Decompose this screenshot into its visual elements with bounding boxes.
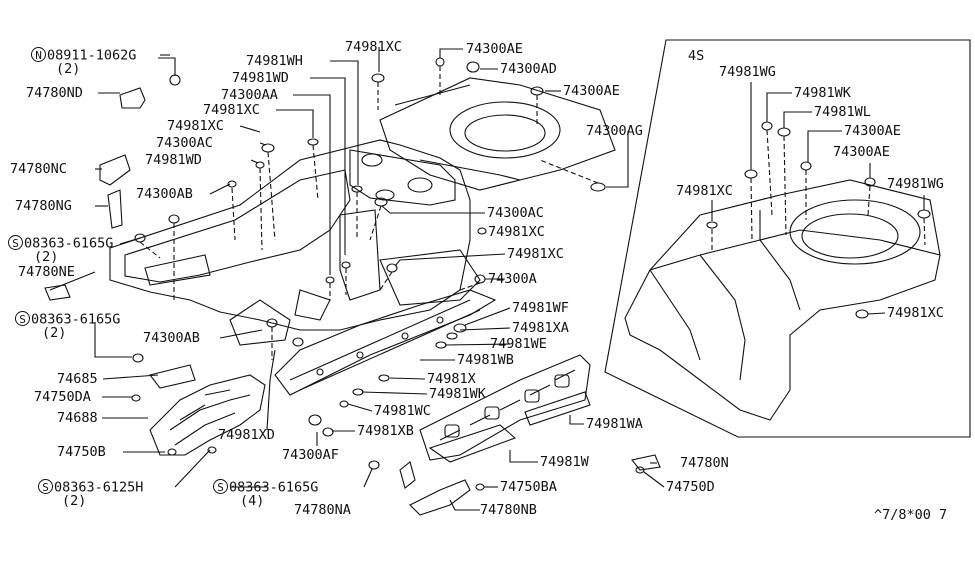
callout-74780ND: 74780ND <box>26 85 83 101</box>
leader-lines <box>49 47 665 511</box>
inset-callout-74981WK: 74981WK <box>794 85 851 101</box>
inset-leaders <box>711 82 925 315</box>
callout-74780NC: 74780NC <box>10 161 67 177</box>
callout-74981WC: 74981WC <box>374 403 431 419</box>
callout-74981WD: 74981WD <box>145 152 202 168</box>
screw-symbol-icon: S <box>213 479 228 494</box>
callout-74688: 74688 <box>57 410 98 426</box>
callout-74780NG: 74780NG <box>15 198 72 214</box>
inset-frame <box>604 39 971 438</box>
callout-74981WD-top: 74981WD <box>232 70 289 86</box>
callout-74981XC-a: 74981XC <box>203 102 260 118</box>
screw-symbol-icon: S <box>8 235 23 250</box>
callout-74780NA: 74780NA <box>294 502 351 518</box>
callout-74300AC-a: 74300AC <box>156 135 213 151</box>
callout-74300AA: 74300AA <box>221 87 278 103</box>
inset-callout-74300AE-b: 74300AE <box>833 144 890 160</box>
callout-74300AB-a: 74300AB <box>136 186 193 202</box>
callout-74981XA: 74981XA <box>512 320 569 336</box>
main-floor-panel <box>109 139 481 346</box>
side-member <box>274 289 497 396</box>
callout-74981X: 74981X <box>427 371 476 387</box>
callout-74300AC-b: 74300AC <box>487 205 544 221</box>
callout-74981XD: 74981XD <box>218 427 275 443</box>
inset-rear-floor <box>624 121 941 421</box>
callout-qty: (2) <box>62 493 87 509</box>
callout-74981XC-c: 74981XC <box>488 224 545 240</box>
part-number: 08363-6165G <box>24 235 114 252</box>
screw-symbol-icon: S <box>15 311 30 326</box>
nut-symbol-icon: N <box>31 47 46 62</box>
inset-dashed <box>711 129 926 250</box>
callout-74300A: 74300A <box>488 271 537 287</box>
part-number: 08363-6125H <box>54 479 144 496</box>
callout-qty: (2) <box>42 325 67 341</box>
callout-74750DA: 74750DA <box>34 389 91 405</box>
callout-74300AE-a: 74300AE <box>466 41 523 57</box>
callout-74981W: 74981W <box>540 454 589 470</box>
brackets-left <box>44 87 196 389</box>
callout-74300AG: 74300AG <box>586 123 643 139</box>
reinforcement-plate <box>419 354 591 461</box>
callout-qty: (2) <box>34 249 59 265</box>
callout-74981WH: 74981WH <box>246 53 303 69</box>
callout-qty: (2) <box>56 61 81 77</box>
callout-74300AF: 74300AF <box>282 447 339 463</box>
part-number: 08363-6165G <box>31 311 121 328</box>
callout-74685: 74685 <box>57 371 98 387</box>
callout-74750D: 74750D <box>666 479 715 495</box>
callout-74981WE: 74981WE <box>490 336 547 352</box>
callout-74981XC-top: 74981XC <box>345 39 402 55</box>
diagram-code: ^7/8*00 7 <box>874 507 948 523</box>
bracket-74780nb <box>399 461 471 516</box>
inset-callout-74981XC-b: 74981XC <box>887 305 944 321</box>
callout-74300AB-b: 74300AB <box>143 330 200 346</box>
callout-qty: (4) <box>240 493 265 509</box>
callout-74780NE: 74780NE <box>18 264 75 280</box>
inset-variant-tag: 4S <box>688 48 705 64</box>
callout-74981XC-b: 74981XC <box>167 118 224 134</box>
rear-floor-panel <box>379 77 616 191</box>
insulator-pads <box>428 391 591 463</box>
part-number: 08363-6165G <box>229 479 319 496</box>
inset-callout-74981WG-a: 74981WG <box>719 64 776 80</box>
inset-callout-74300AE: 74300AE <box>844 123 901 139</box>
callout-74780NB: 74780NB <box>480 502 537 518</box>
inset-callout-74981WL: 74981WL <box>814 104 871 120</box>
inset-callout-74981XC: 74981XC <box>676 183 733 199</box>
callout-74750BA: 74750BA <box>500 479 557 495</box>
dashed-leaders <box>139 66 599 360</box>
callout-74981XB: 74981XB <box>357 423 414 439</box>
callout-74981WB: 74981WB <box>457 352 514 368</box>
callout-74981XC-d: 74981XC <box>507 246 564 262</box>
callout-74981WK: 74981WK <box>429 386 486 402</box>
heat-insulator-74688 <box>149 374 266 456</box>
callout-74750B: 74750B <box>57 444 106 460</box>
callout-74780N: 74780N <box>680 455 729 471</box>
screw-symbol-icon: S <box>38 479 53 494</box>
callout-74300AE-b: 74300AE <box>563 83 620 99</box>
part-number: 08911-1062G <box>47 47 137 64</box>
callout-74981WA: 74981WA <box>586 416 643 432</box>
inset-callout-74981WG-b: 74981WG <box>887 176 944 192</box>
callout-74300AD: 74300AD <box>500 61 557 77</box>
callout-74981WF: 74981WF <box>512 300 569 316</box>
